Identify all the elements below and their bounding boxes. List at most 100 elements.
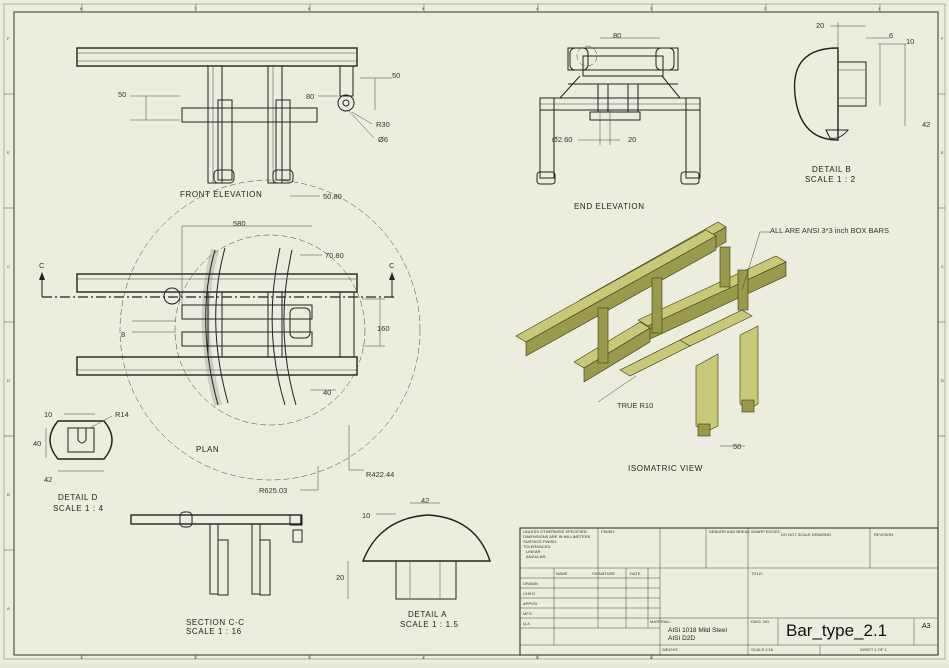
view-scale: SCALE 1 : 4	[53, 504, 104, 513]
title-row-label: DRAWN	[523, 581, 538, 586]
dimension-label: 20	[628, 135, 636, 144]
title-note: DIMENSIONS ARE IN MILLIMETERS	[523, 534, 591, 539]
material-header: MATERIAL:	[650, 619, 671, 624]
zone-letter: D	[7, 378, 10, 383]
title-finish: FINISH:	[601, 529, 615, 534]
dimension-label: 20	[816, 21, 824, 30]
dimension-label: 50	[733, 442, 741, 451]
view-label: DETAIL B	[812, 165, 851, 174]
dimension-label: 80	[306, 92, 314, 101]
zone-number: 7	[194, 6, 197, 11]
title-col-header: DATE	[630, 571, 641, 576]
dimension-label: 42	[922, 120, 930, 129]
dimension-label: 10	[362, 511, 370, 520]
zone-letter: F	[7, 36, 10, 41]
dimension-label: 40	[33, 439, 41, 448]
material-line: AISI D2D	[668, 635, 695, 642]
view-label: SECTION C-C	[186, 618, 245, 627]
zone-number: 6	[308, 6, 311, 11]
dimension-label: 8	[121, 330, 125, 339]
title-revision: REVISION	[874, 532, 893, 537]
zone-number: 4	[422, 655, 425, 660]
zone-number: 5	[422, 6, 425, 11]
dwg-no-label: DWG. NO.	[751, 619, 770, 624]
zone-number: 8	[80, 6, 83, 11]
dimension-label: R30	[376, 120, 390, 129]
zone-number: 4	[536, 6, 539, 11]
zone-number: 2	[194, 655, 197, 660]
weight-label: WEIGHT:	[662, 647, 679, 652]
zone-number: 5	[536, 655, 539, 660]
view-label: DETAIL A	[408, 610, 447, 619]
zone-letter: B	[7, 492, 10, 497]
dimension-label: Ø2.60	[552, 135, 572, 144]
title-note: TOLERANCES:	[523, 544, 551, 549]
dimension-label: 580	[233, 219, 246, 228]
dimension-label: R14	[115, 410, 129, 419]
dimension-label: 50.80	[323, 192, 342, 201]
dimension-label: 42	[44, 475, 52, 484]
dimension-label: 10	[906, 37, 914, 46]
zone-letter: A	[7, 606, 10, 611]
end-elevation-view: 80 Ø2.60 20 END ELEVATION	[536, 31, 701, 211]
isometric-view: ALL ARE ANSI 3*3 inch BOX BARS TRUE R10 …	[515, 221, 889, 473]
title-row-label: APPV'D	[523, 601, 537, 606]
front-elevation-view: 50 50 80 R30 Ø6 FRONT ELEVATION	[76, 47, 400, 199]
dimension-label: 10	[44, 410, 52, 419]
view-scale: SCALE 1 : 1.5	[400, 620, 459, 629]
annotation: TRUE R10	[617, 401, 653, 410]
view-scale: SCALE 1 : 2	[805, 175, 856, 184]
title-do-not-scale: DO NOT SCALE DRAWING	[781, 532, 831, 537]
title-row-label: Q.A	[523, 621, 530, 626]
zone-letter: C	[7, 264, 10, 269]
dimension-label: Ø6	[378, 135, 388, 144]
view-label: DETAIL D	[58, 493, 98, 502]
dimension-label: R422.44	[366, 470, 394, 479]
title-deburr: DEBURR AND BREAK SHARP EDGES	[709, 529, 780, 534]
sheet-label: SHEET 1 OF 1	[860, 647, 887, 652]
zone-number: 2	[764, 6, 767, 11]
section-cc-view: SECTION C-C SCALE 1 : 16	[130, 511, 303, 636]
title-note: LINEAR:	[526, 549, 542, 554]
sheet-border	[3, 3, 946, 660]
section-marker: C	[39, 261, 45, 270]
drawing-title: Bar_type_2.1	[786, 621, 887, 640]
zone-letter: E	[941, 150, 944, 155]
view-scale: SCALE 1 : 16	[186, 627, 242, 636]
title-row-label: CHK'D	[523, 591, 535, 596]
dimension-label: 40	[323, 388, 331, 397]
dimension-label: 42	[421, 496, 429, 505]
zone-numbers: 8 7 6 5 4 3 2 1 1 2 3 4 5 6 F E C D B A …	[7, 6, 944, 660]
zone-letter: C	[941, 264, 944, 269]
title-col-header: NAME	[556, 571, 568, 576]
dimension-label: 80	[613, 31, 621, 40]
plan-view: C C 580 50.80 70.80 8 160 40 R422.44 R62…	[39, 179, 421, 495]
zone-number: 1	[878, 6, 881, 11]
title-col-header: SIGNATURE	[592, 571, 615, 576]
dimension-label: 160	[377, 324, 390, 333]
dimension-label: 70.80	[325, 251, 344, 260]
dimension-label: 50	[392, 71, 400, 80]
section-marker: C	[389, 261, 395, 270]
dimension-label: 6	[889, 31, 893, 40]
zone-number: 3	[650, 6, 653, 11]
title-block: UNLESS OTHERWISE SPECIFIED: DIMENSIONS A…	[519, 527, 939, 656]
title-row-label: MFG	[523, 611, 532, 616]
zone-letter: F	[941, 36, 944, 41]
zone-number: 3	[308, 655, 311, 660]
title-note: UNLESS OTHERWISE SPECIFIED:	[523, 529, 588, 534]
zone-number: 6	[650, 655, 653, 660]
sheet-size: A3	[922, 623, 931, 630]
detail-a-view: 42 10 20 DETAIL A SCALE 1 : 1.5	[336, 496, 491, 629]
zone-letter: D	[941, 378, 944, 383]
dimension-label: R625.03	[259, 486, 287, 495]
zone-letter: E	[7, 150, 10, 155]
view-label: ISOMATRIC VIEW	[628, 464, 703, 473]
zone-number: 1	[80, 655, 83, 660]
view-label: END ELEVATION	[574, 202, 645, 211]
annotation: ALL ARE ANSI 3*3 inch BOX BARS	[770, 226, 889, 235]
dimension-label: 50	[118, 90, 126, 99]
title-label: TITLE:	[751, 571, 763, 576]
